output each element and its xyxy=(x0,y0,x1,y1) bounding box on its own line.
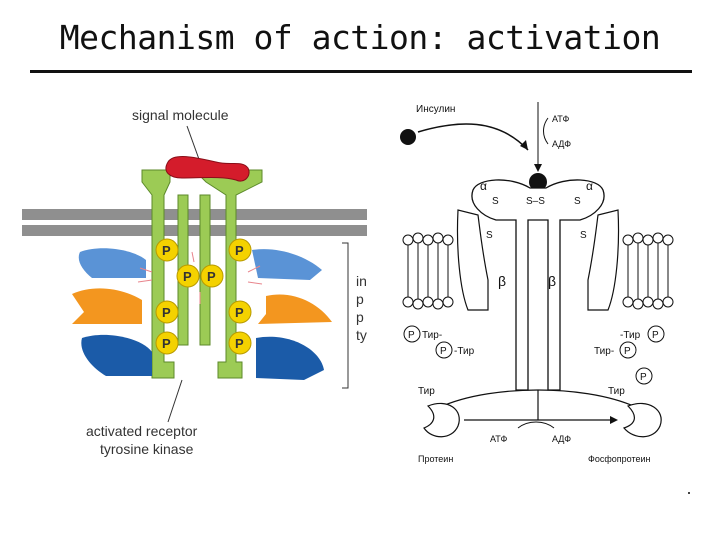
svg-text:Тир-: Тир- xyxy=(594,346,614,357)
phosphate-left-middle: P xyxy=(155,300,179,324)
tyr-phosphoprotein-label: Тир xyxy=(608,386,625,397)
downstream-arrow-right xyxy=(537,389,639,409)
alpha-left-label: α xyxy=(480,179,487,193)
side-label-4: ty xyxy=(356,327,367,343)
downstream-arrow-left xyxy=(437,389,539,409)
conversion-arrowhead xyxy=(610,416,618,424)
insulin-arrowhead xyxy=(520,140,528,150)
p-tyr-right-upper: -Тир P xyxy=(620,325,665,343)
svg-text:P: P xyxy=(235,336,244,351)
light-blue-protein-right xyxy=(252,249,322,280)
insulin-molecule-icon xyxy=(400,129,416,145)
bracket xyxy=(342,242,349,389)
svg-text:P: P xyxy=(408,330,415,341)
receptor-label-line2: tyrosine kinase xyxy=(100,441,194,457)
receptor-left-chain xyxy=(141,169,175,379)
insulin-arrow xyxy=(417,123,529,151)
svg-text:P: P xyxy=(624,346,631,357)
phosphoprotein-shape xyxy=(622,402,662,438)
phosphate-center-right: P xyxy=(200,264,224,288)
signal-molecule xyxy=(165,156,250,182)
stray-dot xyxy=(688,492,690,494)
light-blue-protein-left xyxy=(78,248,146,278)
atp-adp-bottom-curve xyxy=(517,421,555,429)
orange-protein-left xyxy=(72,288,142,324)
activation-spark-lines xyxy=(137,251,263,304)
atp-bottom-label: АТФ xyxy=(490,434,507,444)
atp-adp-curve xyxy=(543,117,549,145)
signal-pointer-line xyxy=(186,125,201,163)
p-tyr-right-lower: Тир- P xyxy=(594,341,637,359)
receptor-tyrosine-kinase-diagram: signal molecule P P P P P P P xyxy=(22,100,372,470)
insulin-receptor-diagram: Инсулин АТФ АДФ α α S S–S S S S β β P Ти… xyxy=(398,90,698,480)
phosphate-right-middle: P xyxy=(228,300,252,324)
lipid-bilayer-right xyxy=(622,232,674,310)
membrane-outer-layer xyxy=(22,209,367,220)
svg-text:P: P xyxy=(162,336,171,351)
lipid-bilayer-left xyxy=(402,232,454,310)
side-label-3: p xyxy=(356,309,364,325)
slide-title: Mechanism of action: activation xyxy=(59,18,661,57)
receptor-pointer-line xyxy=(167,379,183,423)
adp-top-label: АДФ xyxy=(552,139,571,149)
svg-text:-Тир: -Тир xyxy=(454,346,475,357)
insulin-diagram-svg: Инсулин АТФ АДФ α α S S–S S S S β β P Ти… xyxy=(400,102,674,464)
atp-top-label: АТФ xyxy=(552,114,569,124)
svg-text:P: P xyxy=(162,305,171,320)
phosphate-right-top: P xyxy=(228,238,252,262)
svg-text:P: P xyxy=(207,269,216,284)
s-left-upper-label: S xyxy=(492,196,499,207)
signal-molecule-label: signal molecule xyxy=(132,107,229,123)
tyr-protein-label: Тир xyxy=(418,386,435,397)
svg-text:P: P xyxy=(162,243,171,258)
bound-insulin-icon xyxy=(529,173,547,191)
beta-left-label: β xyxy=(498,273,506,289)
svg-text:P: P xyxy=(183,269,192,284)
title-underline xyxy=(30,70,692,73)
dark-blue-protein-left xyxy=(81,334,152,376)
phosphoprotein-label: Фосфопротеин xyxy=(588,454,650,464)
s-right-upper-label: S xyxy=(574,196,581,207)
alpha-right-label: α xyxy=(586,179,593,193)
side-label-1: in xyxy=(356,273,367,289)
beta-subunit-left-outline xyxy=(456,209,489,311)
phosphate-center-left: P xyxy=(176,264,200,288)
receptor-right-chain xyxy=(192,169,263,379)
ss-bridge-label: S–S xyxy=(526,196,545,207)
free-phosphate: P xyxy=(635,367,653,385)
s-left-lower-label: S xyxy=(486,230,493,241)
svg-text:P: P xyxy=(235,305,244,320)
vertical-arrowhead-top xyxy=(534,164,542,172)
dark-blue-protein-right xyxy=(256,336,324,380)
p-tyr-left-upper: P Тир- xyxy=(403,325,442,343)
orange-protein-right xyxy=(258,294,332,324)
protein-shape xyxy=(423,402,460,438)
insulin-label: Инсулин xyxy=(416,104,455,115)
svg-text:P: P xyxy=(640,372,647,383)
svg-text:Тир-: Тир- xyxy=(422,330,442,341)
p-tyr-left-lower: P -Тир xyxy=(435,341,475,359)
phosphate-left-bottom: P xyxy=(155,331,179,355)
phosphate-left-top: P xyxy=(155,238,179,262)
svg-text:P: P xyxy=(652,330,659,341)
svg-text:-Тир: -Тир xyxy=(620,330,641,341)
insulin-receptor-outline xyxy=(471,179,605,391)
phosphate-right-bottom: P xyxy=(228,331,252,355)
side-label-2: p xyxy=(356,291,364,307)
svg-text:P: P xyxy=(440,346,447,357)
rtk-diagram-svg: signal molecule P P P P P P P xyxy=(22,107,367,457)
s-right-lower-label: S xyxy=(580,230,587,241)
beta-right-label: β xyxy=(548,273,556,289)
adp-bottom-label: АДФ xyxy=(552,434,571,444)
beta-subunit-right-outline xyxy=(587,209,620,311)
svg-text:P: P xyxy=(235,243,244,258)
protein-label: Протеин xyxy=(418,454,453,464)
membrane-inner-layer xyxy=(22,225,367,236)
receptor-label-line1: activated receptor xyxy=(86,423,198,439)
